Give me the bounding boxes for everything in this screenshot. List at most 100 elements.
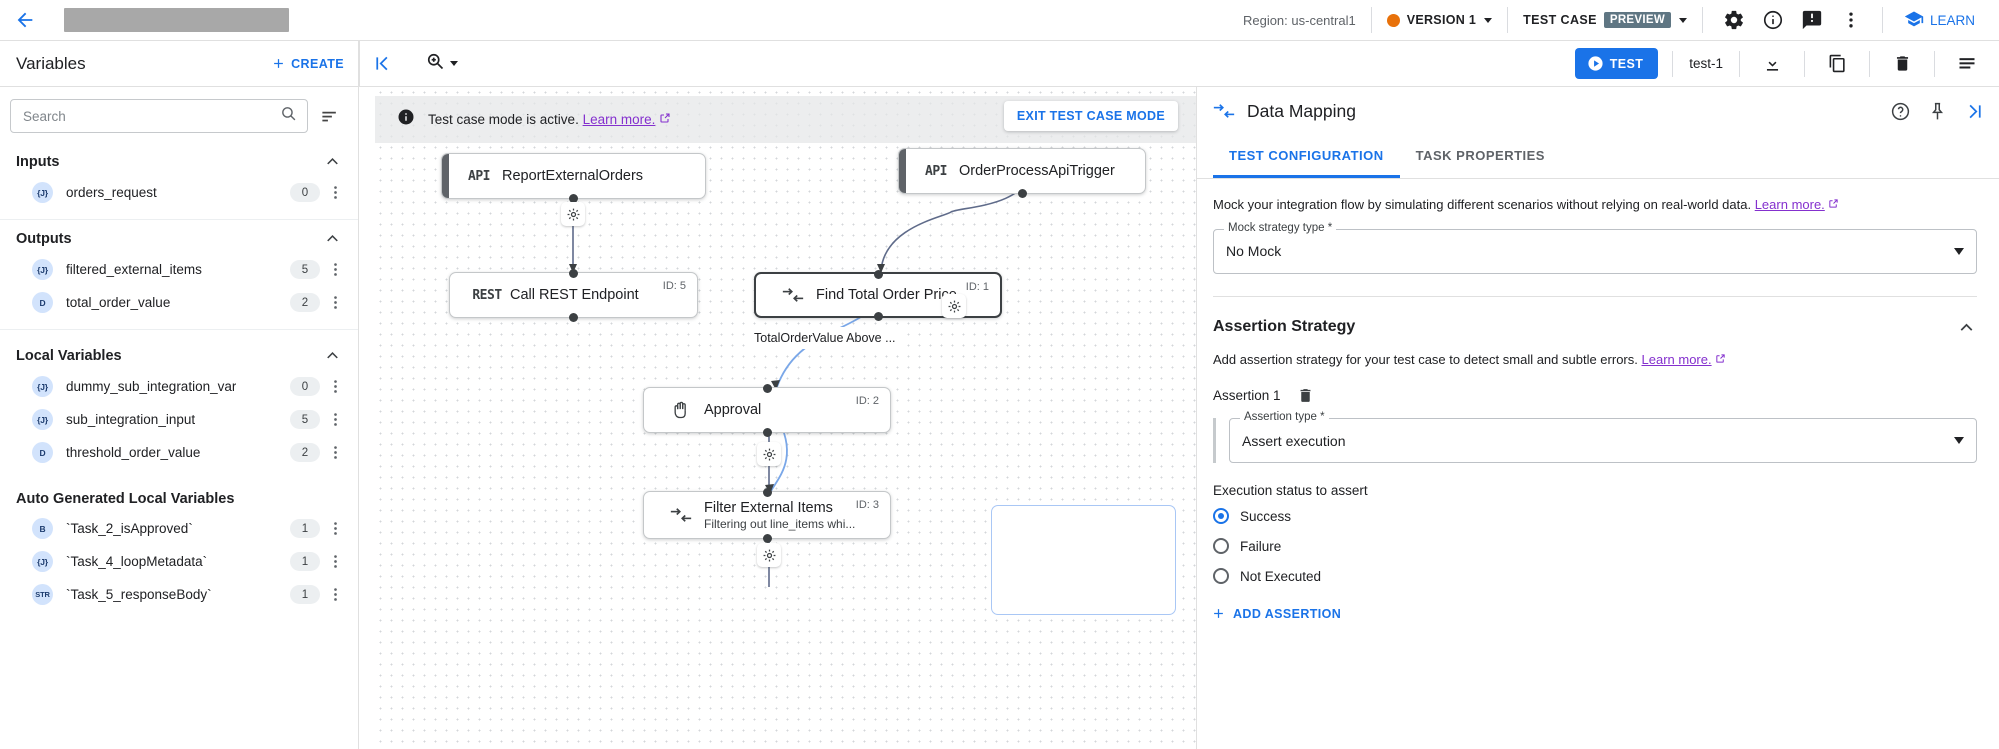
assertion-type-select[interactable]: Assertion type * Assert execution [1229, 411, 1977, 463]
add-assertion-button[interactable]: ADD ASSERTION [1211, 606, 1999, 621]
arrow-left-icon[interactable] [10, 5, 40, 35]
section-header[interactable]: Inputs [0, 143, 358, 176]
chevron-up-icon[interactable] [323, 229, 342, 248]
more-vertical-icon[interactable] [324, 553, 346, 570]
gear-icon[interactable] [1718, 4, 1750, 36]
mock-strategy-type-select[interactable]: Mock strategy type * No Mock [1213, 221, 1977, 274]
panel-title: Data Mapping [1247, 100, 1356, 121]
learn-button[interactable]: LEARN [1898, 9, 1981, 32]
mock-section: Mock your integration flow by simulating… [1197, 179, 1999, 297]
list-item[interactable]: D total_order_value 2 [0, 286, 358, 319]
flow-canvas[interactable]: Test case mode is active. Learn more. EX… [359, 87, 1196, 749]
node-output-port[interactable] [762, 427, 772, 437]
radio-icon[interactable] [1213, 538, 1229, 554]
node-id-label: ID: 1 [965, 281, 989, 293]
chevron-up-icon[interactable] [1956, 317, 1977, 338]
pin-icon[interactable] [1927, 101, 1948, 122]
learn-more-link[interactable]: Learn more. [1641, 351, 1712, 367]
tab-task-properties[interactable]: TASK PROPERTIES [1415, 148, 1545, 163]
edge-settings-gear-icon[interactable] [757, 543, 781, 567]
exit-test-case-mode-button[interactable]: EXIT TEST CASE MODE [1003, 101, 1178, 131]
assertion-description-block: Add assertion strategy for your test cas… [1197, 338, 1999, 370]
expand-panel-icon[interactable] [1964, 101, 1985, 122]
zoom-control[interactable] [405, 41, 474, 86]
panel-header: Data Mapping [1197, 87, 1999, 135]
variable-name: `Task_2_isApproved` [66, 521, 193, 536]
chevron-up-icon[interactable] [323, 152, 342, 171]
assertion-description: Add assertion strategy for your test cas… [1213, 350, 1977, 370]
test-case-selector[interactable]: TEST CASE PREVIEW [1508, 7, 1703, 33]
more-vertical-icon[interactable] [324, 378, 346, 395]
variables-title: Variables [16, 53, 86, 73]
trash-icon[interactable] [1297, 387, 1314, 404]
more-vertical-icon[interactable] [324, 261, 346, 278]
chevron-up-icon[interactable] [323, 346, 342, 365]
node-order-process-api-trigger[interactable]: API OrderProcessApiTrigger [898, 148, 1146, 198]
node-input-port[interactable] [873, 269, 883, 279]
list-item[interactable]: {J} filtered_external_items 5 [0, 253, 358, 286]
node-filter-external-items[interactable]: Filter External Items Filtering out line… [643, 487, 891, 543]
more-vertical-icon[interactable] [1835, 4, 1867, 36]
search-icon [280, 105, 297, 127]
node-placeholder-card[interactable] [991, 505, 1176, 615]
search-input[interactable] [23, 108, 280, 124]
radio-option-not-executed[interactable]: Not Executed [1213, 564, 1999, 588]
more-vertical-icon[interactable] [324, 184, 346, 201]
list-item[interactable]: D threshold_order_value 2 [0, 436, 358, 469]
variable-type-badge: {J} [32, 409, 53, 430]
radio-option-success[interactable]: Success [1213, 504, 1999, 528]
help-icon[interactable] [1890, 101, 1911, 122]
radio-option-failure[interactable]: Failure [1213, 534, 1999, 558]
create-variable-button[interactable]: CREATE [271, 56, 358, 71]
list-item[interactable]: {J} dummy_sub_integration_var 0 [0, 370, 358, 403]
list-item[interactable]: {J} sub_integration_input 5 [0, 403, 358, 436]
section-header[interactable]: Outputs [0, 220, 358, 253]
list-icon[interactable] [1951, 48, 1983, 80]
info-icon[interactable] [1757, 4, 1789, 36]
variable-name: threshold_order_value [66, 445, 201, 460]
variable-type-badge: {J} [32, 182, 53, 203]
feedback-icon[interactable] [1796, 4, 1828, 36]
version-selector[interactable]: VERSION 1 [1372, 7, 1509, 33]
list-item[interactable]: B `Task_2_isApproved` 1 [0, 512, 358, 545]
collapse-panel-icon[interactable] [359, 41, 405, 86]
edge-settings-gear-icon[interactable] [757, 442, 781, 466]
node-output-port[interactable] [762, 533, 772, 543]
node-call-rest-endpoint[interactable]: REST Call REST Endpoint ID: 5 [449, 268, 698, 322]
learn-more-link[interactable]: Learn more. [1754, 197, 1825, 212]
edge-settings-gear-icon[interactable] [561, 202, 585, 226]
sort-icon[interactable] [312, 99, 346, 133]
node-input-port[interactable] [569, 268, 578, 278]
section-header[interactable]: Local Variables [0, 330, 358, 370]
more-vertical-icon[interactable] [324, 294, 346, 311]
run-test-button[interactable]: TEST [1574, 48, 1659, 79]
node-output-port[interactable] [569, 312, 578, 322]
download-icon[interactable] [1756, 48, 1788, 80]
search-box[interactable] [10, 99, 308, 133]
copy-icon[interactable] [1821, 48, 1853, 80]
learn-more-link[interactable]: Learn more. [582, 112, 656, 127]
node-input-port[interactable] [762, 383, 772, 393]
node-approval[interactable]: Approval ID: 2 [643, 383, 891, 437]
more-vertical-icon[interactable] [324, 411, 346, 428]
node-report-external-orders[interactable]: API ReportExternalOrders [441, 153, 706, 203]
tab-test-configuration[interactable]: TEST CONFIGURATION [1213, 135, 1400, 178]
field-value: Assert execution [1242, 432, 1346, 449]
variable-count-badge: 5 [290, 410, 320, 429]
trash-icon[interactable] [1886, 48, 1918, 80]
node-input-port[interactable] [762, 487, 772, 497]
radio-icon[interactable] [1213, 508, 1229, 524]
list-item[interactable]: {J} `Task_4_loopMetadata` 1 [0, 545, 358, 578]
list-item[interactable]: STR `Task_5_responseBody` 1 [0, 578, 358, 611]
edge-condition-label[interactable]: TotalOrderValue Above ... [747, 327, 903, 349]
node-output-port[interactable] [1017, 188, 1027, 198]
more-vertical-icon[interactable] [324, 520, 346, 537]
edge-settings-gear-icon[interactable] [942, 294, 966, 318]
assertion-fields: Assertion type * Assert execution [1213, 411, 1999, 463]
node-output-port[interactable] [873, 311, 883, 321]
radio-icon[interactable] [1213, 568, 1229, 584]
more-vertical-icon[interactable] [324, 444, 346, 461]
node-title: ReportExternalOrders [502, 168, 644, 184]
list-item[interactable]: {J} orders_request 0 [0, 176, 358, 209]
more-vertical-icon[interactable] [324, 586, 346, 603]
